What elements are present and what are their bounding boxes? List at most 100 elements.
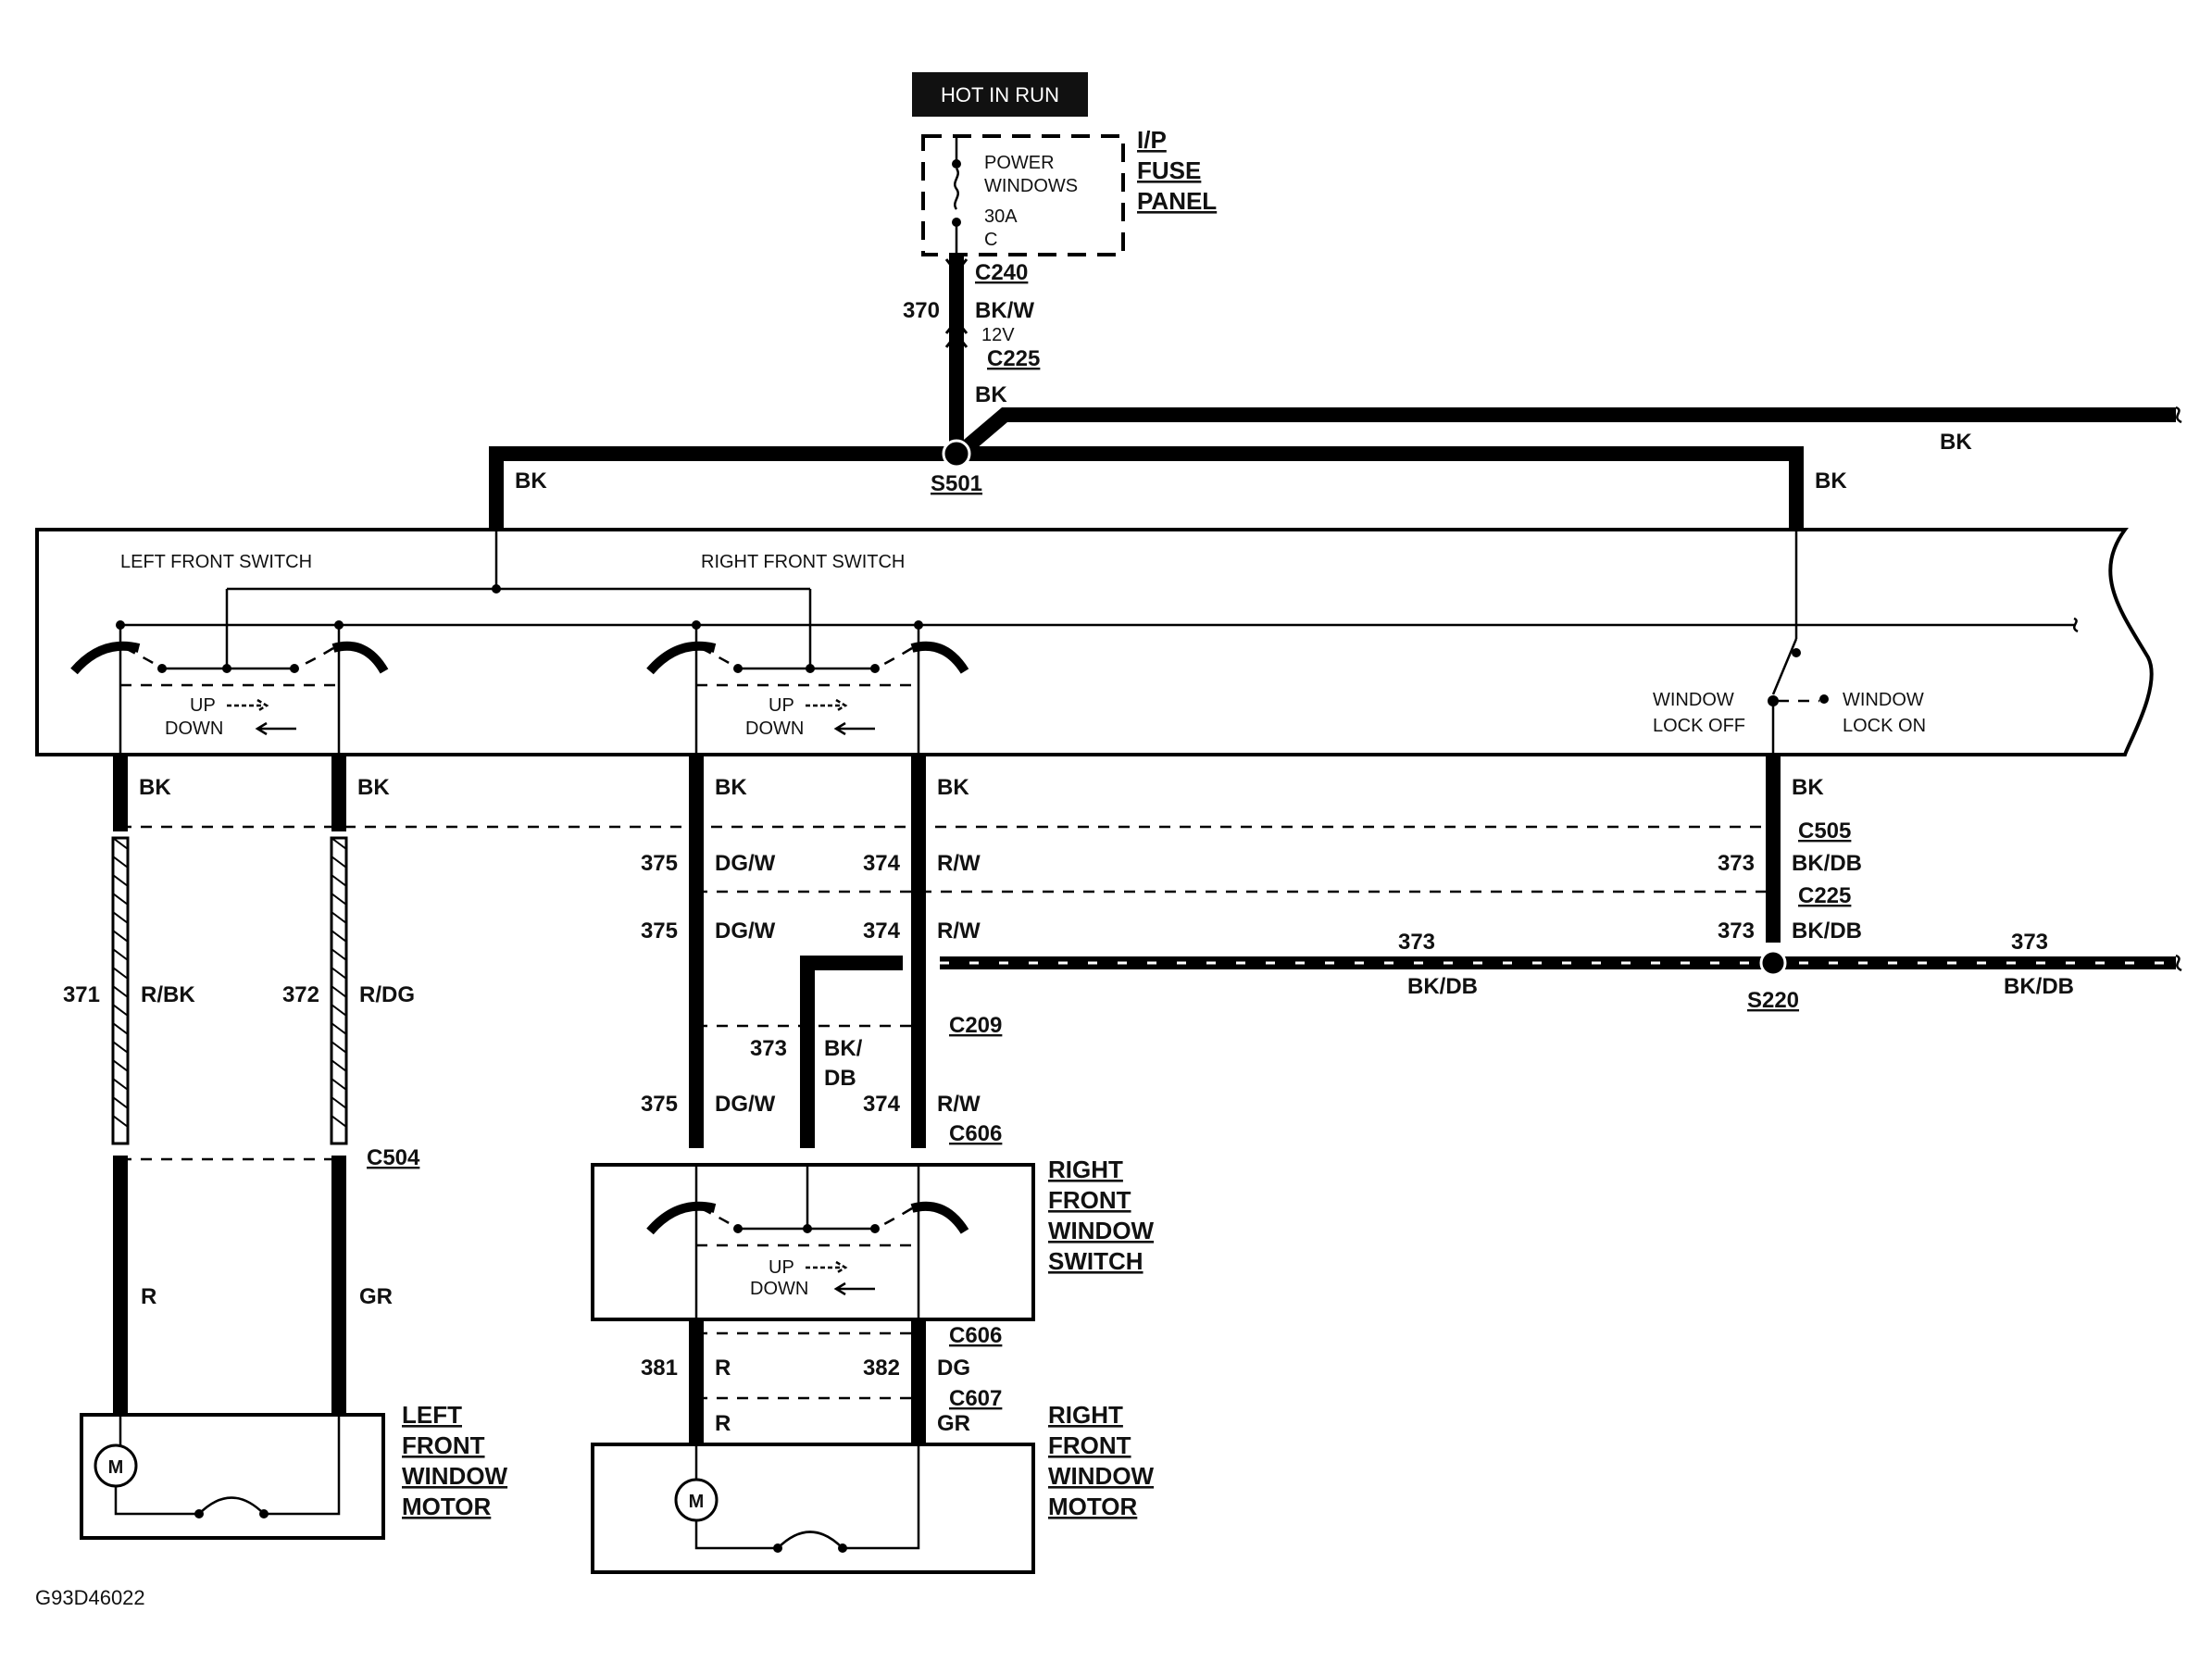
left-front-window-motor-box (80, 1413, 385, 1540)
bk-label-2: BK (357, 775, 390, 800)
splice-s501 (942, 439, 971, 469)
wire-color-bk-right: BK (1815, 469, 1847, 494)
bk-label-1: BK (139, 775, 171, 800)
right-front-window-switch-box (591, 1163, 1035, 1321)
wire-color-bk-far: BK (1940, 430, 1972, 455)
splice-s501-label: S501 (931, 471, 982, 496)
wire-num-372: 372 (282, 982, 319, 1007)
wire-color-dg-w-c: DG/W (715, 1092, 776, 1117)
wire-num-374-a: 374 (863, 851, 901, 876)
left-down-label: DOWN (165, 719, 223, 739)
wire-num-373-c: 373 (1398, 930, 1435, 955)
wire-num-374-b: 374 (863, 918, 901, 943)
left-front-switch: UP DOWN (70, 620, 389, 769)
fuse-text-rating: 30A (984, 206, 1018, 227)
splice-s220 (1759, 949, 1787, 977)
wire-num-374-c: 374 (863, 1092, 901, 1117)
wire-num-373-d: 373 (2011, 930, 2048, 955)
bk-label-3: BK (715, 775, 747, 800)
splice-s220-label: S220 (1747, 988, 1799, 1013)
fuse-text-power: POWER (984, 153, 1055, 173)
voltage-12v: 12V (981, 325, 1015, 345)
connector-c505: C505 (1798, 819, 1851, 843)
wire-color-dg-w-b: DG/W (715, 918, 776, 943)
figure-id: G93D46022 (35, 1586, 145, 1609)
right-front-switch: UP DOWN (646, 620, 969, 769)
hot-in-run-box (912, 72, 1088, 117)
up-arrow-icon (227, 698, 269, 713)
wire-color-r-left: R (141, 1284, 156, 1309)
rfwm-label-3: WINDOW (1048, 1462, 1155, 1490)
wire-num-373-e: 373 (750, 1036, 787, 1061)
right-front-window-switch: UP DOWN (646, 1165, 969, 1319)
connector-c606-top: C606 (949, 1121, 1002, 1146)
wire-color-r-w-b: R/W (937, 918, 981, 943)
left-motor-label-1: LEFT (402, 1401, 462, 1429)
connector-c607: C607 (949, 1386, 1002, 1411)
connector-c240: C240 (975, 260, 1028, 285)
rfwm-label-1: RIGHT (1048, 1401, 1123, 1429)
hot-in-run-label: HOT IN RUN (941, 83, 1059, 106)
wire-color-bk-slash: BK/ (824, 1036, 863, 1061)
left-motor-label-2: FRONT (402, 1431, 485, 1459)
rfwm-label-4: MOTOR (1048, 1493, 1138, 1520)
wire-color-bk-db-a: BK/DB (1792, 851, 1862, 876)
wire-color-gr-left: GR (359, 1284, 393, 1309)
left-front-switch-label: LEFT FRONT SWITCH (120, 552, 312, 572)
master-switch-module (35, 528, 2154, 756)
down-arrow-icon (255, 721, 296, 736)
window-lock-on-1: WINDOW (1843, 690, 1924, 710)
right-circuit-breaker-icon (777, 1531, 844, 1549)
left-motor-label-3: WINDOW (402, 1462, 508, 1490)
wire-color-bk-db-c: BK/DB (1407, 974, 1478, 999)
wire-color-r-dg: R/DG (359, 982, 415, 1007)
window-lock-on-2: LOCK ON (1843, 716, 1926, 736)
rfws-label-3: WINDOW (1048, 1217, 1155, 1244)
wire-color-gr-motor: GR (937, 1411, 970, 1436)
wire-color-db: DB (824, 1066, 856, 1091)
wire-num-375-a: 375 (641, 851, 678, 876)
fuse-text-c: C (984, 230, 997, 250)
wire-num-382: 382 (863, 1356, 900, 1381)
rfws-label-1: RIGHT (1048, 1156, 1123, 1183)
window-lock-switch: WINDOW LOCK OFF WINDOW LOCK ON (1653, 530, 1926, 769)
wire-color-bk-w: BK/W (975, 298, 1034, 323)
fuse-panel-box (921, 134, 1125, 256)
fuse-panel-name-1: I/P (1137, 126, 1167, 154)
wire-color-bk-feed: BK (975, 382, 1007, 407)
wire-color-bk-db-d: BK/DB (2004, 974, 2074, 999)
wire-num-371: 371 (63, 982, 100, 1007)
wire-color-r-w-c: R/W (937, 1092, 981, 1117)
wire-num-373-a: 373 (1718, 851, 1755, 876)
right-motor-symbol: M (689, 1492, 705, 1512)
left-motor-symbol: M (108, 1457, 124, 1478)
fuse-panel-name-2: FUSE (1137, 156, 1201, 184)
window-lock-off-2: LOCK OFF (1653, 716, 1745, 736)
right-front-window-motor-box (591, 1443, 1035, 1574)
wire-color-r-motor: R (715, 1411, 731, 1436)
rfws-label-4: SWITCH (1048, 1247, 1143, 1275)
connector-c504: C504 (367, 1145, 420, 1170)
rfws-label-2: FRONT (1048, 1186, 1131, 1214)
fuse-terminal-top (952, 159, 961, 169)
wire-color-r-w-a: R/W (937, 851, 981, 876)
wire-color-r-bk: R/BK (141, 982, 195, 1007)
bk-label-4: BK (937, 775, 969, 800)
wire-num-375-c: 375 (641, 1092, 678, 1117)
right-down-label: DOWN (745, 719, 804, 739)
wire-bk-bus (489, 446, 1804, 530)
wire-373-to-switch (800, 956, 903, 1148)
wire-color-bk-db-b: BK/DB (1792, 918, 1862, 943)
rfws-up-label: UP (769, 1257, 794, 1278)
fuse-text-windows: WINDOWS (984, 176, 1078, 196)
right-front-switch-label: RIGHT FRONT SWITCH (701, 552, 905, 572)
left-motor-label-4: MOTOR (402, 1493, 492, 1520)
wire-color-dg-382: DG (937, 1356, 970, 1381)
connector-c209: C209 (949, 1013, 1002, 1038)
wire-color-r-381: R (715, 1356, 731, 1381)
wire-num-375-b: 375 (641, 918, 678, 943)
connector-c225-top: C225 (987, 346, 1040, 371)
wire-color-bk-left: BK (515, 469, 547, 494)
rfwm-label-2: FRONT (1048, 1431, 1131, 1459)
